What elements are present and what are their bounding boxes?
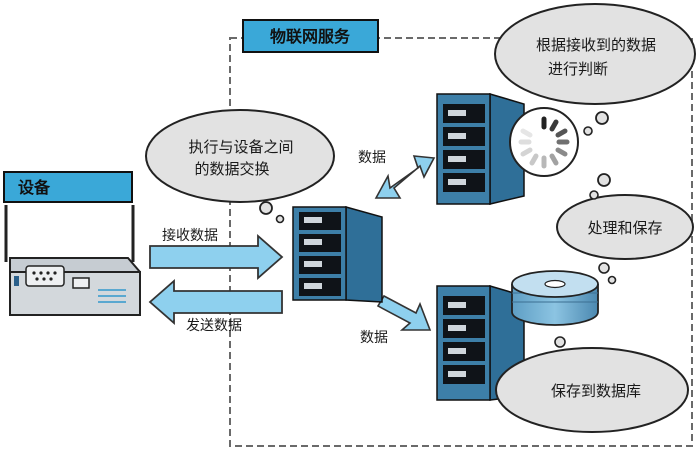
bubble-save-db-text: 保存到数据库 <box>551 382 641 400</box>
bubble-judge-line1: 根据接收到的数据 <box>536 36 656 54</box>
bubble-exchange-line1: 执行与设备之间 <box>188 138 293 156</box>
iot-service-tab: 物联网服务 <box>242 19 379 53</box>
iot-service-title: 物联网服务 <box>270 27 351 46</box>
bubble-judge: 根据接收到的数据 进行判断 <box>494 3 696 136</box>
bubble-save-db: 保存到数据库 <box>495 336 689 433</box>
device-tab: 设备 <box>3 171 133 203</box>
receive-data-arrow <box>149 234 284 280</box>
upper-data-label: 数据 <box>358 150 386 166</box>
loading-spinner-icon <box>509 107 579 177</box>
router-device-icon <box>4 205 141 316</box>
database-disk-icon <box>511 270 599 326</box>
receive-data-label: 接收数据 <box>162 227 218 244</box>
send-data-arrow <box>148 279 283 325</box>
bubble-exchange: 执行与设备之间 的数据交换 <box>145 109 335 224</box>
iot-service-panel <box>229 37 693 447</box>
send-data-label: 发送数据 <box>186 318 242 334</box>
lower-data-arrow <box>376 294 432 331</box>
bubble-exchange-line2: 的数据交换 <box>194 160 269 178</box>
bubble-judge-line2: 进行判断 <box>548 60 608 78</box>
top-server-icon <box>436 92 525 205</box>
center-server-icon <box>292 206 383 303</box>
bubble-process: 处理和保存 <box>556 173 694 285</box>
upper-data-arrow <box>374 155 436 199</box>
device-title: 设备 <box>18 178 51 197</box>
bubble-process-text: 处理和保存 <box>587 219 662 237</box>
lower-data-label: 数据 <box>360 330 388 346</box>
